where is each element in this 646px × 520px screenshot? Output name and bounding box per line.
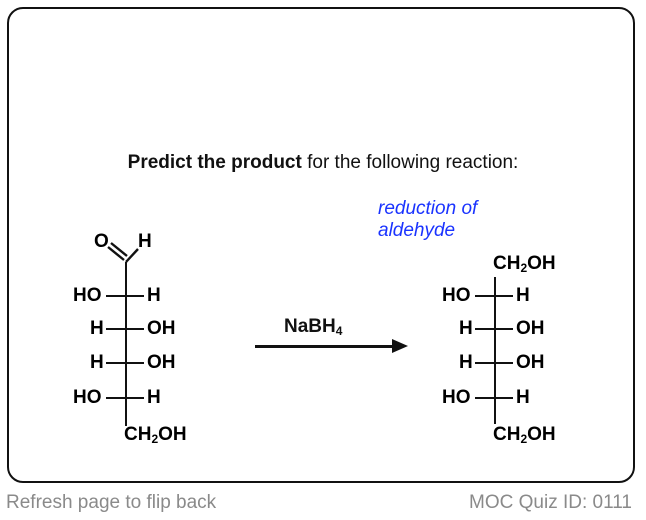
- product-backbone: [494, 277, 497, 424]
- product-row-4-left: HO: [442, 387, 471, 408]
- product-row-2-bond: [475, 328, 513, 331]
- reactant-bottom-group: CH2OH: [124, 424, 187, 447]
- product-row-4-right: H: [516, 387, 530, 408]
- product-row-1-bond: [475, 295, 513, 298]
- product-row-3-bond: [475, 362, 513, 365]
- reactant-row-2-bond: [106, 328, 144, 331]
- bond-c1-o-a: [107, 246, 125, 261]
- product-row-3-right: OH: [516, 352, 545, 373]
- bond-c1-h: [125, 248, 139, 263]
- annotation-line-1: reduction of: [378, 198, 478, 219]
- reduction-annotation: reduction of aldehyde: [378, 198, 528, 242]
- refresh-hint: Refresh page to flip back: [6, 492, 217, 513]
- reactant-row-3-left: H: [90, 352, 104, 373]
- reactant-row-2-left: H: [90, 318, 104, 339]
- quiz-id: MOC Quiz ID: 0111: [469, 492, 632, 513]
- reactant-row-4-bond: [106, 397, 144, 400]
- product-bottom-group: CH2OH: [493, 424, 556, 447]
- prompt-rest: for the following reaction:: [301, 152, 519, 173]
- product-top-group: CH2OH: [493, 253, 556, 276]
- reagent-label: NaBH4: [284, 316, 343, 338]
- reactant-row-1-left: HO: [73, 285, 102, 306]
- product-row-3-left: H: [459, 352, 473, 373]
- product-row-2-right: OH: [516, 318, 545, 339]
- reactant-row-4-right: H: [147, 387, 161, 408]
- reactant-aldehyde-h: H: [138, 231, 152, 252]
- reactant-row-4-left: HO: [73, 387, 102, 408]
- reactant-row-1-right: H: [147, 285, 161, 306]
- reactant-aldehyde-o: O: [94, 231, 109, 252]
- product-row-2-left: H: [459, 318, 473, 339]
- reactant-row-3-right: OH: [147, 352, 176, 373]
- product-row-4-bond: [475, 397, 513, 400]
- reactant-row-1-bond: [106, 295, 144, 298]
- bond-c1-o-b: [110, 242, 128, 257]
- arrow-head-icon: [392, 339, 408, 353]
- reaction-arrow: [255, 345, 395, 348]
- question-prompt: Predict the product for the following re…: [0, 152, 646, 174]
- annotation-line-2: aldehyde: [378, 220, 456, 241]
- product-row-1-right: H: [516, 285, 530, 306]
- reactant-row-2-right: OH: [147, 318, 176, 339]
- prompt-bold: Predict the product: [127, 152, 302, 173]
- reactant-row-3-bond: [106, 362, 144, 365]
- product-row-1-left: HO: [442, 285, 471, 306]
- reactant-backbone: [125, 262, 128, 426]
